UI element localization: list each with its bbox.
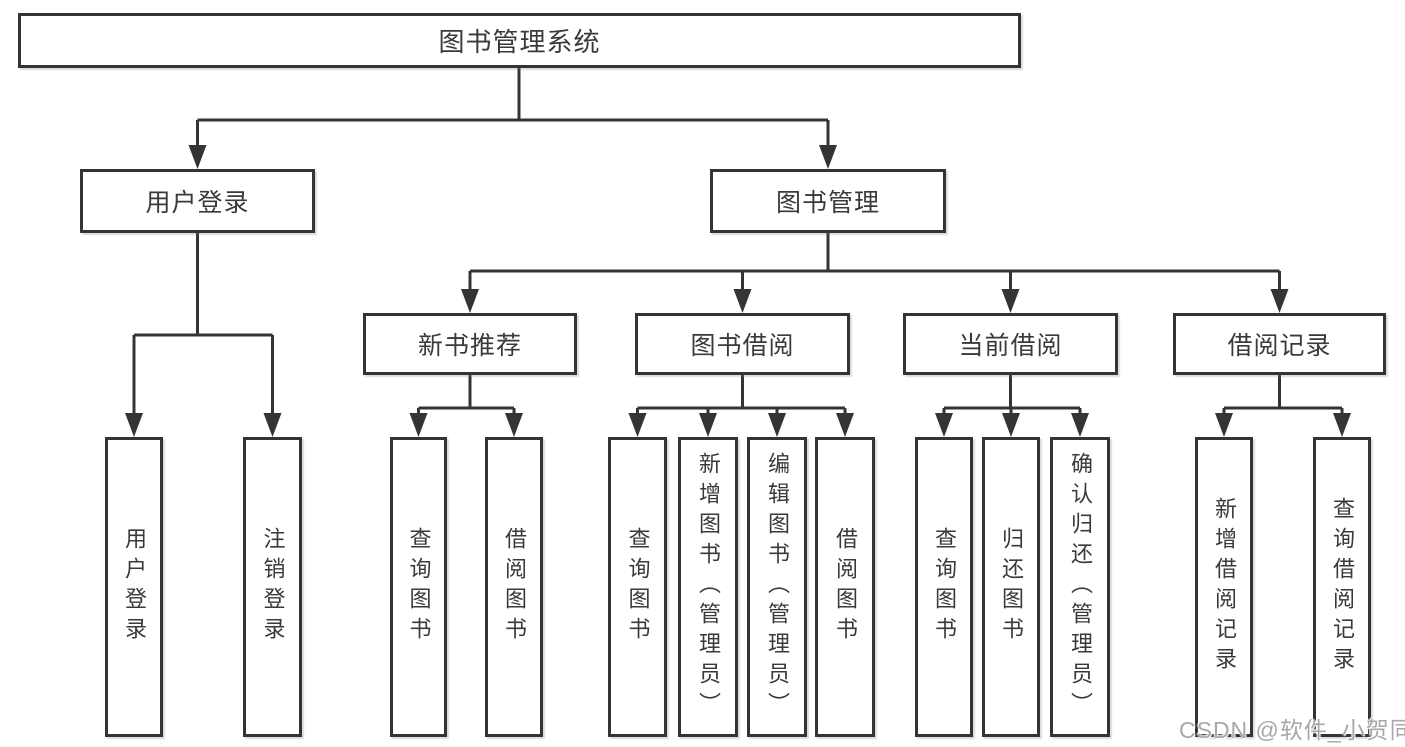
node-user-login-label: 用户登录: [145, 189, 250, 217]
node-query-books-2-label: 查询图书: [625, 527, 651, 647]
node-book-management-label: 图书管理: [775, 189, 880, 217]
node-return-books-label: 归还图书: [999, 527, 1024, 647]
node-borrow-books-1: 借阅图书: [485, 437, 543, 737]
node-return-books: 归还图书: [982, 437, 1040, 737]
node-user-login-leaf-label: 用户登录: [122, 527, 147, 647]
node-current-borrow: 当前借阅: [903, 313, 1118, 375]
node-query-borrow-record-label: 查询借阅记录: [1330, 497, 1355, 677]
node-confirm-return-admin-label: 确认归还（管理员）: [1068, 452, 1093, 722]
node-new-book-recommend-label: 新书推荐: [417, 332, 522, 360]
node-user-login-leaf: 用户登录: [105, 437, 163, 737]
node-borrow-records-label: 借阅记录: [1227, 332, 1332, 360]
node-borrow-records: 借阅记录: [1173, 313, 1386, 375]
node-root: 图书管理系统: [18, 13, 1021, 68]
node-book-management: 图书管理: [710, 169, 946, 233]
node-query-borrow-record: 查询借阅记录: [1313, 437, 1371, 737]
node-query-books-3: 查询图书: [915, 437, 973, 737]
node-new-book-recommend: 新书推荐: [363, 313, 577, 375]
node-confirm-return-admin: 确认归还（管理员）: [1050, 437, 1110, 737]
node-borrow-books-2-label: 借阅图书: [833, 527, 858, 647]
node-add-borrow-record-label: 新增借阅记录: [1212, 497, 1237, 677]
node-logout-label: 注销登录: [260, 527, 286, 647]
node-user-login: 用户登录: [80, 169, 315, 233]
csdn-watermark: CSDN @软件_小贺同学: [1179, 717, 1405, 743]
node-book-borrow-label: 图书借阅: [690, 332, 795, 360]
node-borrow-books-1-label: 借阅图书: [502, 527, 527, 647]
node-add-book-admin: 新增图书（管理员）: [678, 437, 738, 737]
node-add-borrow-record: 新增借阅记录: [1195, 437, 1253, 737]
node-edit-book-admin-label: 编辑图书（管理员）: [765, 452, 790, 722]
node-query-books-3-label: 查询图书: [932, 527, 957, 647]
node-edit-book-admin: 编辑图书（管理员）: [747, 437, 807, 737]
node-query-books-1-label: 查询图书: [406, 527, 432, 647]
node-root-label: 图书管理系统: [438, 27, 601, 57]
node-book-borrow: 图书借阅: [635, 313, 850, 375]
arrowheads: [125, 145, 1351, 437]
node-query-books-2: 查询图书: [608, 437, 667, 737]
node-current-borrow-label: 当前借阅: [958, 332, 1063, 360]
node-borrow-books-2: 借阅图书: [815, 437, 875, 737]
node-add-book-admin-label: 新增图书（管理员）: [696, 452, 721, 722]
node-logout: 注销登录: [243, 437, 302, 737]
node-query-books-1: 查询图书: [390, 437, 447, 737]
